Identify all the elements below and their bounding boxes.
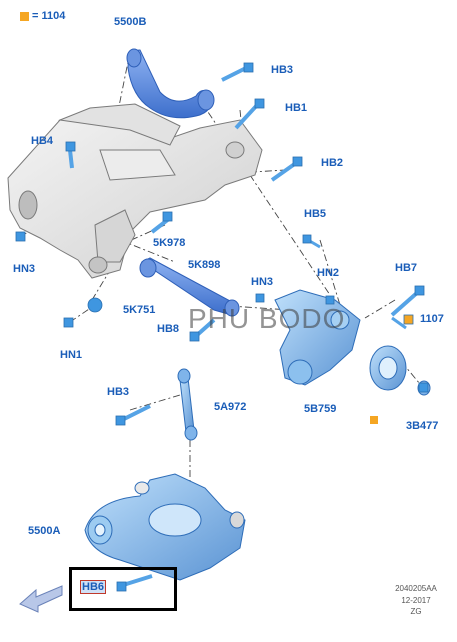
- bolt-hb2: [270, 156, 303, 182]
- label-hb3-top: HB3: [271, 64, 294, 76]
- nut-hn2: [325, 295, 335, 305]
- bolt-1107: [391, 314, 414, 330]
- bolt-hb5: [302, 234, 321, 249]
- label-hb1: HB1: [285, 102, 308, 114]
- label-hb5: HB5: [304, 208, 327, 220]
- legend-part-number: 1104: [41, 10, 66, 22]
- upper-arm-5500B: [126, 48, 215, 119]
- bolt-hb1: [234, 98, 265, 130]
- arrow-icon: [19, 585, 63, 613]
- label-hn2: HN2: [317, 267, 340, 279]
- label-5K898: 5K898: [188, 259, 221, 271]
- label-5K978: 5K978: [153, 237, 186, 249]
- watermark: PHU BODO: [188, 303, 346, 334]
- label-5B759: 5B759: [304, 403, 337, 415]
- label-5500A: 5500A: [28, 525, 61, 537]
- bolt-hb8: [189, 318, 216, 342]
- label-5500B: 5500B: [114, 16, 147, 28]
- square-icon: [370, 416, 378, 424]
- bolt-5k978: [150, 211, 173, 234]
- fasteners: [15, 62, 429, 592]
- label-hb6-text: HB6: [79, 580, 107, 594]
- bolt-hb4: [65, 141, 76, 169]
- label-5A972: 5A972: [214, 401, 247, 413]
- label-5K751: 5K751: [123, 304, 156, 316]
- legend-label: = 1104: [32, 10, 65, 22]
- rear-subframe: [7, 103, 263, 279]
- label-hb4: HB4: [31, 135, 54, 147]
- square-icon: [20, 12, 29, 21]
- label-3B477: 3B477: [406, 420, 439, 432]
- nut-hn1: [63, 317, 74, 328]
- label-hn1: HN1: [60, 349, 83, 361]
- nut-hn3-mid: [255, 293, 265, 303]
- knuckle-5B759: [274, 289, 361, 386]
- label-hb8: HB8: [157, 323, 180, 335]
- lateral-link-5K898: [139, 257, 240, 317]
- bolt-hb3-top: [221, 62, 254, 82]
- toe-link-5A972: [177, 368, 198, 441]
- hub-3B477: [369, 345, 431, 396]
- label-hb3-low: HB3: [107, 386, 130, 398]
- nut-3b477: [418, 382, 429, 393]
- bolt-hb7: [390, 285, 425, 317]
- footer-code: 2040205AA: [395, 584, 437, 593]
- label-hb7: HB7: [395, 262, 418, 274]
- nut-hn3-left: [15, 231, 26, 242]
- lower-arm-5500A: [84, 473, 246, 581]
- label-hn3-mid: HN3: [251, 276, 274, 288]
- highlight-frame: [69, 567, 177, 611]
- label-hb6: HB6: [79, 580, 107, 594]
- bolt-hb6: [116, 574, 153, 592]
- bolt-hb3-low: [115, 404, 151, 426]
- label-hn3-left: HN3: [13, 263, 36, 275]
- footer-date: 12-2017: [401, 596, 431, 605]
- footer-initials: ZG: [410, 607, 422, 616]
- bushing-5k751: [87, 297, 103, 313]
- label-hb2: HB2: [321, 157, 344, 169]
- label-1107: 1107: [420, 313, 444, 325]
- legend-prefix: =: [32, 10, 39, 22]
